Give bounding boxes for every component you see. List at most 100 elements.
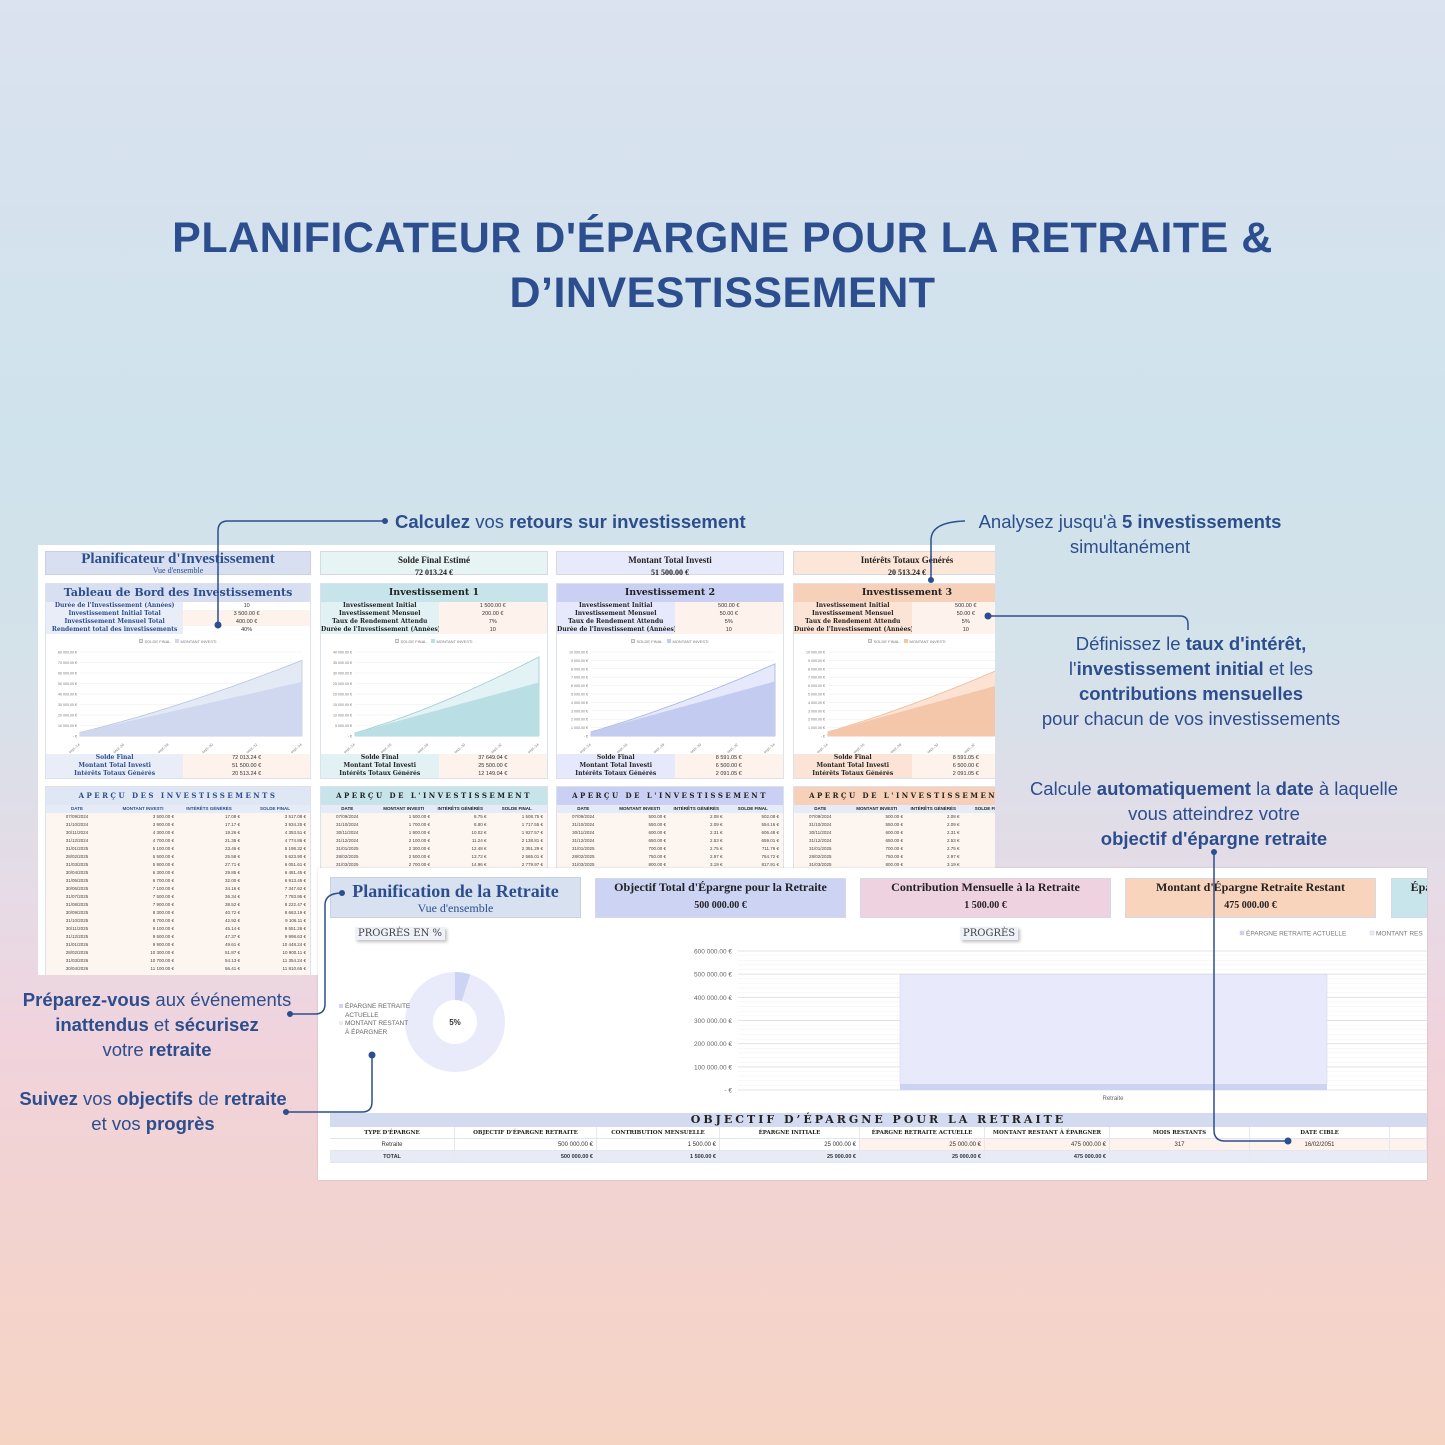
x-tick-label: sept.-26 xyxy=(380,743,393,754)
table-cell: 31/08/2025 xyxy=(65,902,89,907)
table-cell: 2.53 € xyxy=(946,838,960,843)
table-cell: 38.52 € xyxy=(224,902,240,907)
column-header: MONTANT INVESTI xyxy=(856,806,898,811)
table-cell: 07/09/2024 xyxy=(335,814,359,819)
connector-track xyxy=(286,1055,373,1113)
parameter-value[interactable]: 50.00 € xyxy=(911,610,995,618)
table-cell: 2.31 € xyxy=(946,830,960,835)
table-cell: 29.85 € xyxy=(224,870,240,875)
legend-solde-final: SOLDE FINAL xyxy=(144,639,171,644)
table-title: APERÇU DE L'INVESTISSEMENT xyxy=(557,787,783,805)
annotation-segment: retraite xyxy=(148,1039,212,1060)
table-cell: 28/02/2025 xyxy=(571,854,595,859)
table-cell: 3 934.25 € xyxy=(284,822,306,827)
table-cell: 56.41 € xyxy=(224,966,240,971)
table-cell: 502.08 € xyxy=(761,814,779,819)
column-header: DATE xyxy=(341,806,354,811)
parameter-value[interactable]: 50.00 € xyxy=(674,610,783,618)
retirement-header: Planification de la Retraite Vue d'ensem… xyxy=(330,877,581,918)
column-header: MONTANT INVESTI xyxy=(383,806,425,811)
annotation-line: Définissez le taux d'intérêt, xyxy=(991,631,1391,656)
annotation-segment: Préparez-vous xyxy=(22,989,151,1010)
table-cell: 1 717.55 € xyxy=(521,822,543,827)
table-cell: 07/09/2024 xyxy=(571,814,595,819)
parameter-value[interactable]: 5% xyxy=(911,618,995,626)
parameter-value[interactable]: 500.00 € xyxy=(911,602,995,610)
y-tick-label: 600 000.00 € xyxy=(694,949,732,956)
table-cell: 817.91 € xyxy=(761,862,779,867)
table-cell: 2.09 € xyxy=(946,822,960,827)
parameter-value[interactable]: 10 xyxy=(911,626,995,634)
parameter-row: Durée de l'Investissement (Années)10 xyxy=(46,602,310,610)
parameter-value[interactable]: 10 xyxy=(438,626,547,634)
parameter-label: Rendement total des investissements xyxy=(46,626,184,634)
parameter-value[interactable]: 5% xyxy=(674,618,783,626)
bar-segment-remaining xyxy=(899,973,1328,1085)
table-cell: 40.72 € xyxy=(224,910,240,915)
parameter-value[interactable]: 1 500.00 € xyxy=(438,602,547,610)
table-cell: 700.00 € xyxy=(648,846,666,851)
parameter-value[interactable]: 400.00 € xyxy=(183,618,310,626)
table-cell: 8 300.00 € xyxy=(152,910,174,915)
retirement-title: Planification de la Retraite xyxy=(352,881,559,901)
card-value: 72 013.24 € xyxy=(415,568,453,577)
parameter-label: Investissement Initial Total xyxy=(46,610,184,618)
parameter-value[interactable]: 40% xyxy=(183,626,310,634)
y-tick-label: 50 000.00 € xyxy=(58,682,77,686)
parameter-value[interactable]: 10 xyxy=(183,602,310,610)
parameter-value[interactable]: 500.00 € xyxy=(674,602,783,610)
x-tick-label: sept.-32 xyxy=(490,743,503,754)
annotation-segment: et les xyxy=(1263,658,1314,679)
table-cell: 34.16 € xyxy=(224,886,240,891)
parameter-value[interactable]: 200.00 € xyxy=(438,610,547,618)
result-value: 72 013.24 € xyxy=(183,754,310,762)
parameter-label: Investissement Mensuel xyxy=(557,610,675,618)
table-cell: 8.80 € xyxy=(473,822,487,827)
table-cell: 25 000.00 € xyxy=(720,1139,860,1150)
connector-params xyxy=(988,615,1189,630)
table-cell: 31/10/2024 xyxy=(335,822,359,827)
x-tick-label: sept.-26 xyxy=(113,743,126,754)
table-cell: 42.92 € xyxy=(224,918,240,923)
parameter-value[interactable]: 3 500.00 € xyxy=(183,610,310,618)
y-tick-label: - € xyxy=(821,735,825,739)
table-cell: 2.09 € xyxy=(709,822,723,827)
page-title-line-1: PLANIFICATEUR D'ÉPARGNE POUR LA RETRAITE… xyxy=(172,214,1273,262)
retirement-subtitle: Vue d'ensemble xyxy=(417,901,494,915)
table-cell: 31/03/2026 xyxy=(65,958,89,963)
annotation-segment: aux événements xyxy=(150,989,292,1010)
parameter-value[interactable]: 10 xyxy=(674,626,783,634)
parameter-value[interactable]: 7% xyxy=(438,618,547,626)
table-cell: 9 500.00 € xyxy=(152,934,174,939)
table-cell: 3.19 € xyxy=(709,862,723,867)
page-title-line-2: D’INVESTISSEMENT xyxy=(509,269,936,317)
y-tick-label: 6 000.00 € xyxy=(571,684,588,688)
table-cell: 30/11/2024 xyxy=(336,830,359,835)
table-cell: 500 000.00 € xyxy=(455,1151,597,1162)
table-cell: 6 300.00 € xyxy=(152,870,174,875)
table-cell: CONTRIBUTION MENSUELLE xyxy=(597,1127,720,1138)
connector-dot xyxy=(339,890,345,896)
y-tick-label: 2 000.00 € xyxy=(808,718,825,722)
table-cell: 554.16 € xyxy=(761,822,779,827)
annotation-segment: Calcule xyxy=(1029,778,1097,799)
